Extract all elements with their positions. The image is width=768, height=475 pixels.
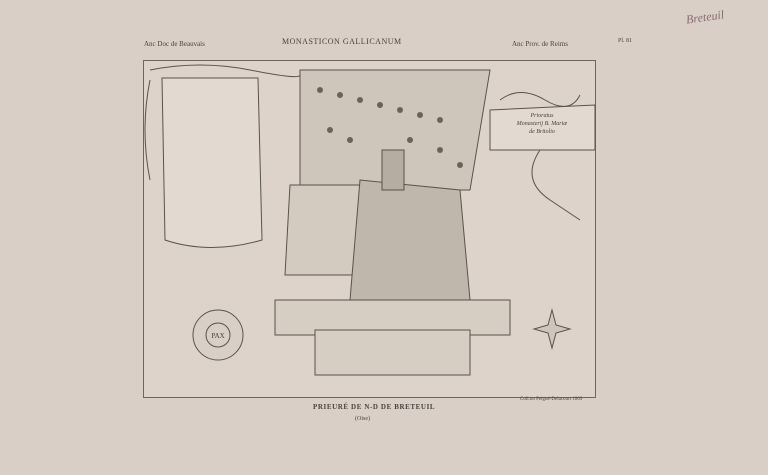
seal-wreath — [192, 309, 244, 361]
plate-number: Pl. 81 — [618, 38, 633, 44]
cartouche-line: Prioratus — [530, 113, 554, 119]
caption-credit: Coll.on Peigné-Delacourt 1869 — [520, 397, 583, 402]
garden-orchard — [299, 69, 491, 191]
header-left: Anc Doc de Beauvais — [144, 40, 205, 48]
cartouche-title: Prioratus Monasterij B. Mariæ de Britoli… — [492, 112, 592, 136]
compass-rose — [532, 308, 572, 350]
header-title: MONASTICON GALLICANUM — [282, 37, 402, 46]
header-right: Anc Prov. de Reims — [512, 40, 568, 48]
church-building — [349, 179, 471, 301]
courtyard-wall — [274, 299, 511, 336]
cartouche-line: Monasterij B. Mariæ — [516, 121, 568, 127]
cartouche-scroll — [489, 104, 596, 151]
left-scroll-banner — [161, 77, 263, 248]
caption-subtitle: (Oise) — [355, 416, 370, 422]
caption-title: PRIEURÉ DE N-D DE BRETEUIL — [313, 403, 436, 411]
cartouche-line: de Britolio — [529, 129, 555, 135]
seal-text: PAX — [211, 332, 224, 340]
